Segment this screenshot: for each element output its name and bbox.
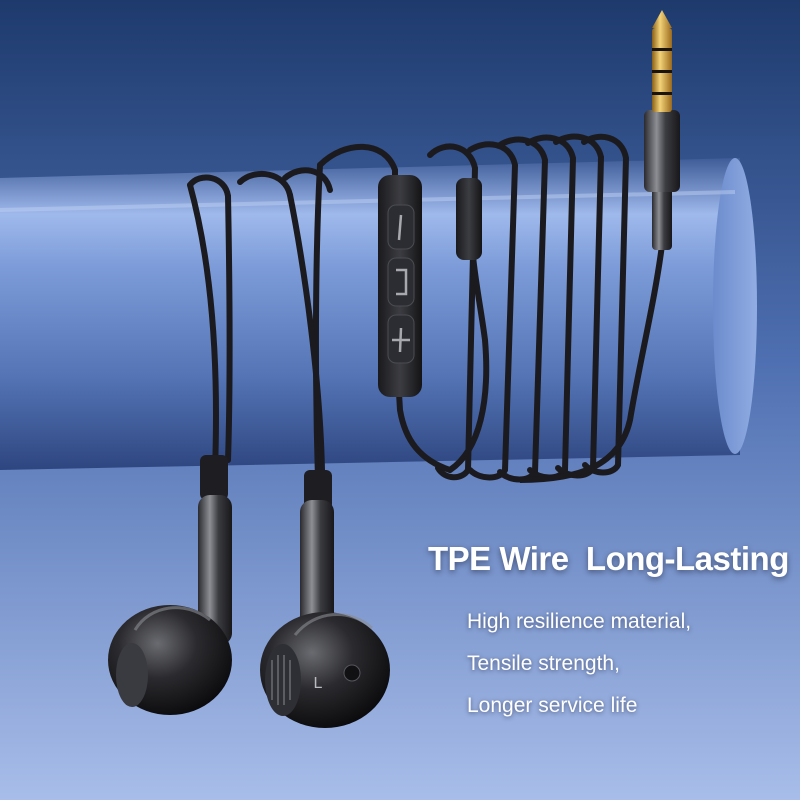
feature-item: High resilience material, (467, 610, 692, 633)
earbud-side-marking: L (314, 675, 323, 692)
cable-splitter (456, 178, 482, 260)
feature-item: Longer service life (467, 694, 638, 717)
feature-item: Tensile strength, (467, 652, 620, 675)
inline-remote (378, 175, 422, 397)
audio-jack (519, 10, 680, 483)
feature-list: High resilience material, Tensile streng… (467, 606, 787, 732)
minus-icon (387, 204, 415, 250)
cylinder (0, 158, 757, 470)
plus-icon (387, 314, 415, 364)
headline: TPE Wire Long-Lasting (428, 540, 789, 577)
earbud-left (108, 455, 232, 715)
phone-icon (387, 257, 415, 307)
earbud-right (260, 470, 390, 728)
